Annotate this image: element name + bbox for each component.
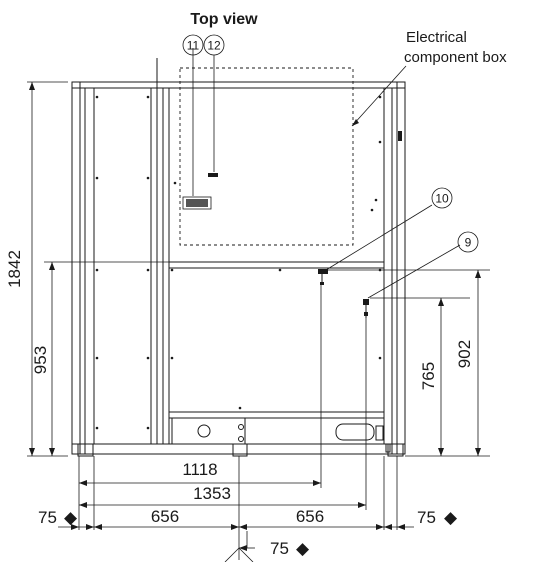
dim-left-span-label: 656 [151, 507, 179, 526]
marker-10-label: 10 [435, 192, 449, 206]
marker-11-label: 11 [187, 39, 200, 53]
dim-left-diamond: ◆ [64, 508, 78, 527]
dim-1842-label: 1842 [5, 250, 24, 288]
marker-9-label: 9 [465, 236, 472, 250]
component-12 [208, 173, 218, 177]
dim-1353 [79, 502, 366, 508]
fitting-10 [318, 269, 328, 285]
dim-902-label: 902 [455, 340, 474, 368]
marker-11-circle [182, 34, 204, 56]
dim-right-offset-label: 75 [417, 508, 436, 527]
dim-1842 [27, 81, 68, 457]
dim-953-label: 953 [31, 346, 50, 374]
dim-1118 [79, 480, 321, 486]
electrical-component-box [179, 67, 354, 246]
unit-frame [71, 58, 406, 457]
marker-12-label: 12 [207, 39, 221, 53]
marker-10-circle [431, 187, 453, 209]
dim-bottom-75 [224, 531, 255, 562]
dim-right-diamond: ◆ [444, 508, 458, 527]
dim-row-bottom [58, 524, 414, 530]
dim-765 [370, 297, 470, 457]
leader-9 [367, 244, 461, 299]
dim-1353-label: 1353 [193, 484, 231, 503]
dim-953 [44, 261, 169, 456]
marker-9-circle [457, 231, 479, 253]
callout-arrow [352, 119, 359, 126]
dim-bottom-diamond: ◆ [296, 539, 310, 558]
terminal-block-11 [182, 196, 212, 210]
extension-lines [78, 285, 398, 560]
dim-right-span-label: 656 [296, 507, 324, 526]
dim-left-offset-label: 75 [38, 508, 57, 527]
leader-10 [325, 204, 433, 271]
dim-bottom-offset-label: 75 [270, 539, 289, 558]
callout-leader [351, 65, 407, 127]
fitting-9 [363, 299, 369, 318]
callout-line-2: component box [404, 49, 507, 66]
callout-line-1: Electrical [406, 29, 467, 46]
dim-1118-label: 1118 [182, 460, 217, 479]
marker-12-circle [203, 34, 225, 56]
dim-765-label: 765 [419, 362, 438, 390]
dim-902 [326, 269, 490, 457]
view-title: Top view [190, 11, 258, 28]
